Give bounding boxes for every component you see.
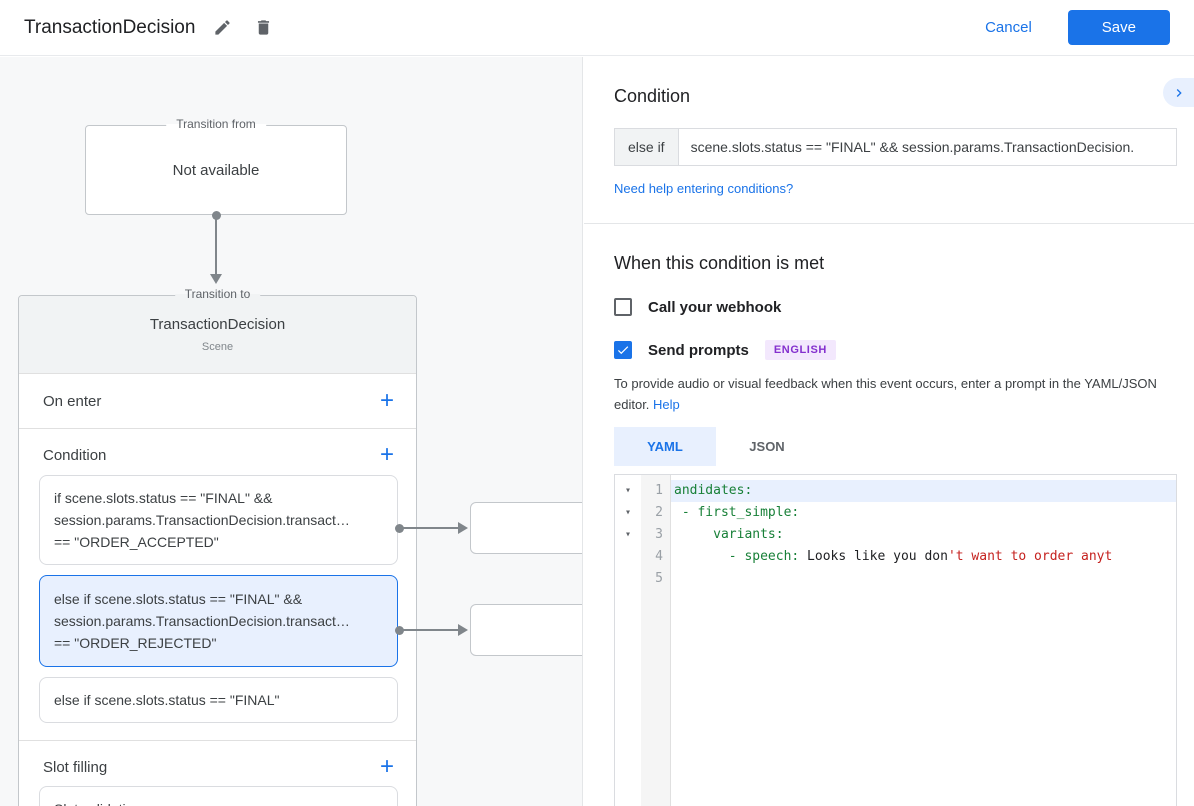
- condition-detail-panel: Condition else if Need help entering con…: [584, 57, 1194, 806]
- code-token: andidates:: [674, 483, 753, 498]
- check-icon: [617, 346, 629, 355]
- conditions-help-link[interactable]: Need help entering conditions?: [614, 181, 794, 196]
- edit-scene-button[interactable]: [209, 14, 236, 41]
- condition-expression-row: else if: [614, 128, 1177, 166]
- transition-from-box: Transition from Not available: [85, 117, 347, 215]
- scene-card: Transition to TransactionDecision Scene …: [18, 287, 417, 806]
- slot-validation-card[interactable]: Slot validation: [39, 786, 398, 806]
- code-token: variants:: [674, 527, 784, 542]
- line-number: 4: [655, 549, 663, 564]
- tab-yaml[interactable]: YAML: [614, 427, 716, 466]
- fold-toggle[interactable]: ▾: [624, 507, 632, 518]
- condition-section-label: Condition: [43, 446, 107, 464]
- help-link[interactable]: Help: [653, 397, 680, 412]
- save-button[interactable]: Save: [1067, 10, 1170, 45]
- add-on-enter-button[interactable]: +: [374, 389, 400, 413]
- when-condition-heading: When this condition is met: [614, 253, 825, 273]
- transition-from-value: Not available: [172, 162, 260, 179]
- transition-target-box-1[interactable]: [470, 502, 582, 554]
- delete-scene-button[interactable]: [250, 14, 277, 41]
- call-webhook-checkbox[interactable]: [614, 298, 632, 316]
- chevron-right-icon: [1176, 88, 1182, 97]
- fold-toggle: [615, 568, 641, 590]
- connector-dot: [395, 626, 404, 635]
- connector-line: [402, 527, 460, 529]
- arrow-down-icon: [210, 274, 222, 284]
- arrow-right-icon: [458, 624, 468, 636]
- connector-dot: [212, 211, 221, 220]
- tab-json[interactable]: JSON: [716, 427, 818, 466]
- code-token: - first_simple:: [674, 505, 800, 520]
- fold-gutter: ▾ ▾ ▾: [615, 475, 641, 806]
- slot-filling-section: Slot filling + Slot validation: [19, 741, 416, 806]
- divider: [584, 223, 1194, 224]
- code-area[interactable]: andidates: - first_simple: variants: - s…: [671, 475, 1176, 806]
- add-condition-button[interactable]: +: [374, 443, 400, 467]
- arrow-right-icon: [458, 522, 468, 534]
- on-enter-section: On enter +: [19, 374, 416, 429]
- top-bar: TransactionDecision Cancel Save: [0, 0, 1194, 56]
- fold-toggle[interactable]: ▾: [624, 485, 632, 496]
- add-slot-button[interactable]: +: [374, 755, 400, 779]
- connector-dot: [395, 524, 404, 533]
- send-prompts-row: Send prompts ENGLISH: [614, 340, 1194, 360]
- editor-tabs: YAML JSON: [614, 427, 1194, 466]
- collapse-panel-button[interactable]: [1163, 78, 1194, 107]
- line-number: 1: [655, 483, 663, 498]
- code-token: - speech:: [674, 549, 800, 564]
- connector-line: [402, 629, 460, 631]
- fold-toggle[interactable]: ▾: [624, 529, 632, 540]
- code-line-4: - speech: Looks like you don't want to o…: [671, 546, 1176, 568]
- slot-filling-label: Slot filling: [43, 758, 108, 776]
- condition-operator-label: else if: [615, 129, 679, 165]
- code-line-3: variants:: [671, 524, 1176, 546]
- hint-text: To provide audio or visual feedback when…: [614, 376, 1157, 412]
- line-number: 5: [655, 571, 663, 586]
- call-webhook-label: Call your webhook: [648, 298, 782, 316]
- code-token: Looks like you don: [799, 549, 948, 564]
- transition-target-box-2[interactable]: [470, 604, 582, 656]
- transition-to-legend: Transition to: [174, 287, 261, 301]
- condition-card-order-rejected[interactable]: else if scene.slots.status == "FINAL" &&…: [39, 575, 398, 667]
- line-number-gutter: 1 2 3 4 5: [641, 475, 671, 806]
- connector-line: [215, 219, 217, 275]
- condition-section: Condition + if scene.slots.status == "FI…: [19, 429, 416, 741]
- pencil-icon: [215, 20, 231, 35]
- code-token: 't want to order anyt: [947, 549, 1113, 564]
- line-number: 3: [655, 527, 663, 542]
- editor-hint: To provide audio or visual feedback when…: [614, 373, 1174, 415]
- send-prompts-label: Send prompts: [648, 341, 749, 359]
- on-enter-label: On enter: [43, 392, 102, 410]
- condition-card-final[interactable]: else if scene.slots.status == "FINAL": [39, 677, 398, 723]
- trash-icon: [258, 20, 270, 35]
- webhook-row: Call your webhook: [614, 298, 1194, 316]
- cancel-button[interactable]: Cancel: [985, 19, 1032, 36]
- line-number: 2: [655, 505, 663, 520]
- yaml-code-editor: ▾ ▾ ▾ 1 2 3 4 5 andidates: - first_simpl…: [614, 474, 1177, 806]
- condition-card-order-accepted[interactable]: if scene.slots.status == "FINAL" && sess…: [39, 475, 398, 565]
- code-line-1: andidates:: [671, 480, 1176, 502]
- code-line-5: [671, 568, 1176, 590]
- scene-type-label: Scene: [201, 341, 234, 353]
- condition-expression-input[interactable]: [678, 129, 1176, 165]
- scene-card-header[interactable]: TransactionDecision Scene: [19, 296, 416, 374]
- flow-canvas: Transition from Not available Transition…: [0, 57, 583, 806]
- transition-from-legend: Transition from: [166, 117, 266, 131]
- fold-toggle: [615, 546, 641, 568]
- language-badge: ENGLISH: [764, 340, 836, 360]
- scene-name: TransactionDecision: [149, 316, 286, 333]
- send-prompts-checkbox[interactable]: [614, 341, 632, 359]
- code-line-2: - first_simple:: [671, 502, 1176, 524]
- page-title: TransactionDecision: [24, 16, 196, 38]
- condition-panel-heading: Condition: [614, 86, 691, 106]
